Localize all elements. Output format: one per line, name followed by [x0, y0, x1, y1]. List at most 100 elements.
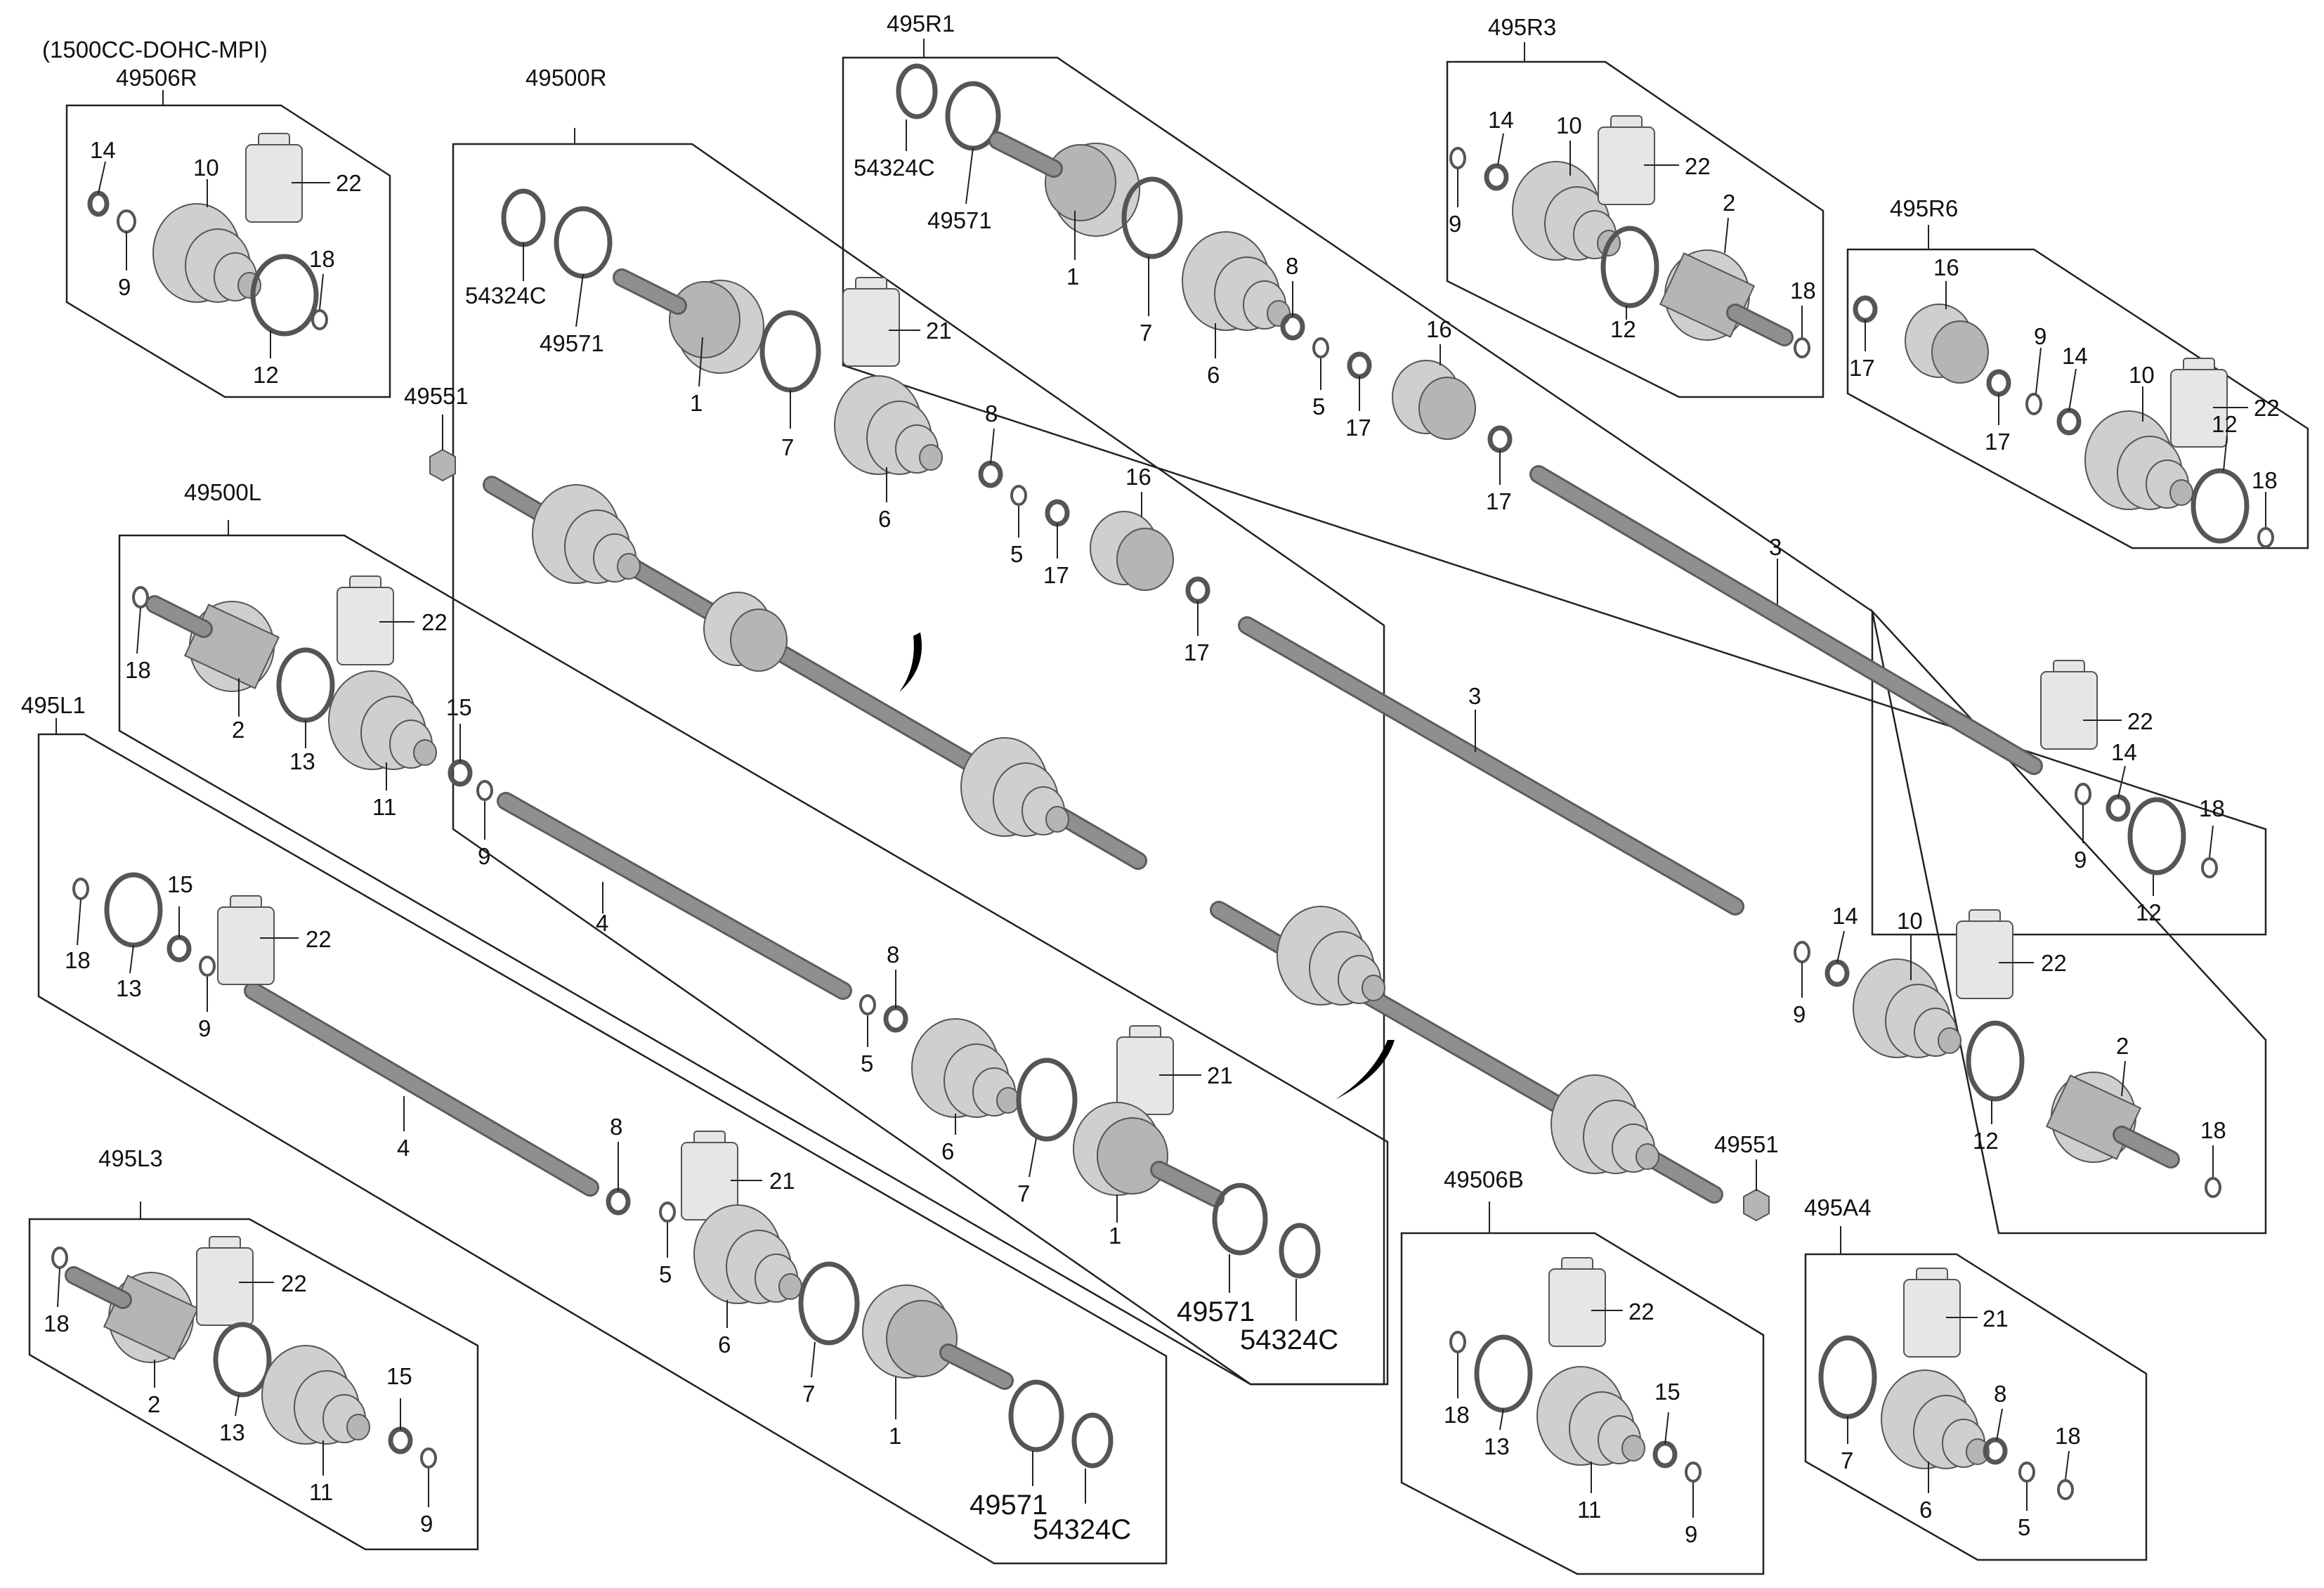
part-number-17: 17: [1849, 355, 1875, 381]
clamp-15-495L3: [391, 1429, 410, 1452]
ring-49571-49500R: [554, 206, 613, 279]
break-mark-right: [899, 632, 922, 692]
damper-16-495R6: [1905, 304, 1989, 384]
part-number-17: 17: [1486, 488, 1512, 514]
part-number-9: 9: [1449, 211, 1461, 237]
frame-495R3: [1446, 60, 1824, 398]
part-number-7: 7: [1017, 1180, 1030, 1206]
part-number-54324C: 54324C: [1033, 1514, 1131, 1545]
ring-5-49500R: [1010, 485, 1027, 506]
group-label-49551-upper: 49551: [404, 383, 469, 409]
boot-11-49500L: [328, 670, 437, 770]
part-number-49571: 49571: [540, 330, 604, 356]
part-number-9: 9: [118, 274, 131, 300]
shaft-4-lower: [244, 982, 599, 1197]
clamp-8-49500L: [886, 1008, 906, 1030]
ring-9-495L1: [199, 956, 216, 977]
ring-18-49506R: [311, 309, 328, 330]
group-label-49506R: 49506R: [116, 65, 197, 91]
group-label-49500R: 49500R: [525, 65, 607, 91]
part-number-1: 1: [889, 1423, 901, 1449]
grease-tube-22-49500L: [337, 575, 394, 665]
part-number-22: 22: [336, 170, 362, 196]
part-number-22: 22: [1685, 153, 1711, 179]
part-number-10: 10: [1556, 112, 1582, 138]
cv-joint-1-495R1: [998, 141, 1140, 236]
grease-tube-22-49506R: [245, 133, 303, 223]
part-number-1: 1: [690, 390, 703, 416]
part-number-10: 10: [2129, 362, 2155, 388]
main-axle-left: [1210, 901, 1723, 1204]
part-number-18: 18: [2055, 1423, 2081, 1449]
damper-16-49500R: [1090, 511, 1174, 591]
part-number-7: 7: [1140, 320, 1152, 346]
part-number-3: 3: [1769, 534, 1782, 560]
part-number-22: 22: [2041, 950, 2067, 976]
band-7-49500R: [759, 310, 821, 393]
part-number-16: 16: [1426, 316, 1452, 342]
part-number-21: 21: [926, 318, 952, 344]
part-number-15: 15: [1654, 1379, 1680, 1405]
part-number-11: 11: [309, 1479, 333, 1505]
part-number-9: 9: [198, 1015, 211, 1041]
frame-49506R: [65, 104, 391, 398]
part-number-21: 21: [1983, 1306, 2009, 1332]
grease-tube-22-495R3: [1598, 115, 1655, 205]
part-number-54324C: 54324C: [465, 282, 547, 308]
part-number-16: 16: [1125, 464, 1151, 490]
damper-16-495R1: [1392, 360, 1476, 440]
cv-joint-1-49500R: [622, 278, 764, 373]
cv-joint-1-49500L: [1073, 1102, 1215, 1198]
part-number-8: 8: [610, 1114, 622, 1140]
part-number-13: 13: [289, 748, 315, 774]
clamp-17-495R1-a: [1350, 354, 1369, 377]
boot-11-495L3: [261, 1345, 370, 1445]
clamp-17-495R6-a: [1855, 298, 1875, 320]
clamp-17-49500R-b: [1188, 579, 1208, 601]
part-number-2: 2: [232, 717, 244, 743]
grease-tube-22-495L1: [217, 895, 275, 985]
clamp-14-outer: [2108, 797, 2128, 819]
clamp-15-495L1: [169, 937, 189, 960]
part-number-4: 4: [596, 910, 608, 936]
boot-6-495L1: [693, 1204, 802, 1304]
ring-14-49506R: [87, 190, 110, 217]
part-number-18: 18: [309, 246, 335, 272]
frame-49506B: [1400, 1232, 1765, 1575]
band-7-495A4: [1818, 1335, 1877, 1419]
clamp-15-49506B: [1655, 1443, 1675, 1466]
part-number-14: 14: [90, 137, 116, 163]
band-12-lowerright: [1966, 1020, 2025, 1102]
group-label-495L3: 495L3: [98, 1145, 163, 1171]
part-number-9: 9: [2074, 847, 2087, 873]
part-number-15: 15: [446, 694, 472, 720]
part-number-9: 9: [1685, 1521, 1697, 1547]
part-number-8: 8: [985, 401, 998, 427]
part-number-18: 18: [65, 947, 91, 973]
part-number-49571: 49571: [927, 207, 992, 233]
part-number-16: 16: [1933, 254, 1959, 280]
band-12-outer: [2127, 797, 2186, 876]
part-number-15: 15: [167, 871, 193, 897]
break-mark-left: [1335, 1040, 1395, 1100]
boot-11-49506B: [1536, 1366, 1645, 1466]
clamp-14-495R6: [2059, 410, 2079, 433]
ring-18-495R3: [1794, 337, 1810, 358]
grease-tube-21-495A4: [1903, 1268, 1961, 1358]
part-number-21: 21: [1207, 1062, 1233, 1088]
band-13-49500L: [276, 647, 335, 723]
part-number-15: 15: [386, 1363, 412, 1389]
frame-495L1: [37, 733, 1168, 1565]
grease-tube-21-49500R: [842, 277, 900, 367]
clamp-14-495R3: [1487, 166, 1506, 188]
cv-joint-1-495L1: [863, 1285, 1005, 1381]
part-number-10: 10: [1897, 908, 1923, 934]
group-label-49506B: 49506B: [1444, 1166, 1524, 1192]
ring-9-49506B: [1685, 1462, 1702, 1483]
ring-18-495L3: [51, 1247, 68, 1269]
part-number-54324C: 54324C: [854, 155, 935, 181]
part-number-10: 10: [193, 155, 219, 181]
frame-49500L: [118, 534, 1389, 1386]
part-number-14: 14: [2062, 343, 2088, 369]
part-number-1: 1: [1066, 263, 1079, 289]
